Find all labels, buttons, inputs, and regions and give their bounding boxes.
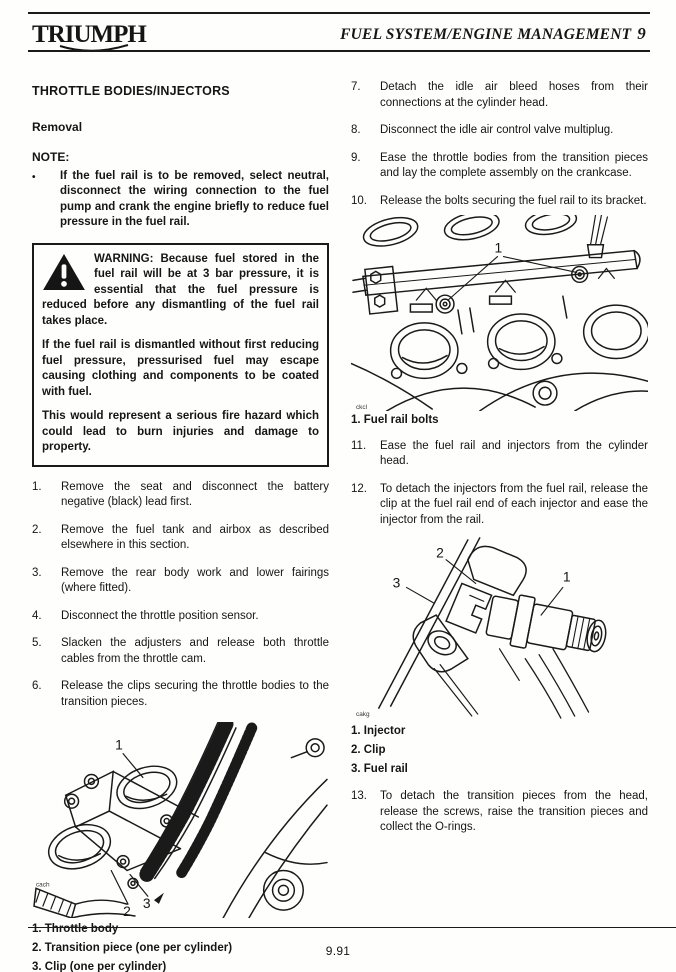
caption-transition-piece: 2. Transition piece (one per cylinder) bbox=[32, 942, 233, 954]
callout-2: 2 bbox=[123, 903, 131, 918]
callout-3: 3 bbox=[143, 895, 151, 911]
section-heading: THROTTLE BODIES/INJECTORS bbox=[32, 84, 230, 98]
step-number: 1. bbox=[32, 480, 42, 493]
step-number: 6. bbox=[32, 680, 42, 692]
step-text: Remove the seat and disconnect the batte… bbox=[61, 480, 329, 509]
step-number: 5. bbox=[32, 637, 42, 649]
step-text: Release the bolts securing the fuel rail… bbox=[380, 194, 647, 207]
step-10: 10. Release the bolts securing the fuel … bbox=[351, 194, 648, 210]
step-text: Detach the idle air bleed hoses from the… bbox=[380, 81, 648, 109]
note-item: • If the fuel rail is to be removed, sel… bbox=[32, 169, 329, 231]
page-number: 9.91 bbox=[325, 944, 351, 958]
step-number: 2. bbox=[32, 523, 42, 536]
figure-code: cach bbox=[36, 881, 50, 888]
callout-3: 3 bbox=[393, 574, 401, 590]
step-number: 11. bbox=[351, 439, 367, 452]
header-bottom-rule bbox=[28, 50, 650, 52]
step-number: 12. bbox=[351, 482, 367, 495]
step-text: Disconnect the idle air control valve mu… bbox=[380, 124, 614, 136]
section-title: FUEL SYSTEM/ENGINE MANAGEMENT bbox=[340, 26, 632, 43]
step-number: 9. bbox=[351, 151, 361, 164]
step-text: Ease the fuel rail and injectors from th… bbox=[380, 439, 648, 468]
step-12: 12. To detach the injectors from the fue… bbox=[351, 482, 648, 529]
chapter-number: 9 bbox=[637, 24, 646, 43]
note-bullet: • bbox=[32, 171, 36, 183]
warning-paragraph-3: This would represent a serious fire haza… bbox=[42, 410, 319, 453]
step-text: Release the clips securing the throttle … bbox=[61, 680, 329, 708]
figure-code: ckcl bbox=[356, 404, 367, 411]
warning-triangle-icon bbox=[43, 253, 85, 290]
step-2: 2. Remove the fuel tank and airbox as de… bbox=[32, 523, 329, 554]
step-number: 13. bbox=[351, 790, 367, 802]
step-text: To detach the injectors from the fuel ra… bbox=[380, 482, 648, 526]
caption-injector: 1. Injector bbox=[351, 725, 406, 737]
caption-throttle-body: 1. Throttle body bbox=[32, 923, 119, 935]
caption-fuel-rail-bolts: 1. Fuel rail bolts bbox=[351, 414, 439, 426]
throttle-body-drawing: 1 2 3 cach bbox=[33, 722, 328, 918]
triumph-logo: TRIUMPH bbox=[30, 16, 170, 59]
figure-code: cakg bbox=[356, 711, 370, 718]
footer-rule bbox=[28, 926, 676, 928]
step-8: 8. Disconnect the idle air control valve… bbox=[351, 123, 648, 139]
step-9: 9. Ease the throttle bodies from the tra… bbox=[351, 151, 648, 182]
step-text: To detach the transition pieces from the… bbox=[380, 790, 648, 833]
step-text: Slacken the adjusters and release both t… bbox=[61, 637, 329, 665]
header-top-rule bbox=[28, 12, 650, 14]
triumph-logo-graphic: TRIUMPH bbox=[32, 21, 148, 52]
caption-fuel-rail: 3. Fuel rail bbox=[351, 763, 408, 775]
figure-fuel-rail: 1 ckcl bbox=[351, 215, 648, 411]
step-11: 11. Ease the fuel rail and injectors fro… bbox=[351, 439, 648, 470]
figure-injector: 2 3 1 cakg bbox=[351, 532, 648, 720]
step-number: 4. bbox=[32, 609, 42, 622]
step-6: 6. Release the clips securing the thrott… bbox=[32, 679, 329, 710]
step-text: Ease the throttle bodies from the transi… bbox=[380, 151, 648, 180]
step-number: 8. bbox=[351, 124, 361, 136]
caption-clip: 2. Clip bbox=[351, 744, 386, 756]
step-1: 1. Remove the seat and disconnect the ba… bbox=[32, 480, 329, 511]
step-13: 13. To detach the transition pieces from… bbox=[351, 789, 648, 836]
step-3: 3. Remove the rear body work and lower f… bbox=[32, 566, 329, 597]
callout-1: 1 bbox=[563, 568, 571, 584]
triumph-logo-text: TRIUMPH bbox=[32, 21, 147, 48]
step-number: 3. bbox=[32, 566, 42, 579]
step-text: Remove the fuel tank and airbox as descr… bbox=[61, 523, 329, 552]
callout-2: 2 bbox=[436, 545, 444, 561]
right-column: 7. Detach the idle air bleed hoses from … bbox=[351, 80, 648, 972]
note-label: NOTE: bbox=[32, 150, 70, 164]
removal-subheading: Removal bbox=[32, 119, 83, 134]
two-column-body: THROTTLE BODIES/INJECTORS Removal NOTE: … bbox=[32, 80, 648, 972]
step-text: Remove the rear body work and lower fair… bbox=[61, 566, 329, 595]
figure-throttle-body: 1 2 3 cach bbox=[32, 722, 329, 918]
step-text: Disconnect the throttle position sensor. bbox=[61, 609, 259, 622]
step-number: 10. bbox=[351, 194, 367, 207]
step-5: 5. Slacken the adjusters and release bot… bbox=[32, 636, 329, 667]
warning-paragraph-1: WARNING: Because fuel stored in the fuel… bbox=[42, 252, 319, 327]
callout-1: 1 bbox=[115, 737, 123, 753]
warning-paragraph-2: If the fuel rail is dismantled without f… bbox=[42, 339, 319, 398]
warning-box: WARNING: Because fuel stored in the fuel… bbox=[32, 242, 329, 467]
page-title: FUEL SYSTEM/ENGINE MANAGEMENT 9 bbox=[340, 24, 646, 44]
fuel-rail-drawing: 1 ckcl bbox=[351, 215, 648, 411]
step-4: 4. Disconnect the throttle position sens… bbox=[32, 609, 329, 625]
step-number: 7. bbox=[351, 81, 361, 93]
left-column: THROTTLE BODIES/INJECTORS Removal NOTE: … bbox=[32, 80, 329, 972]
injector-drawing: 2 3 1 cakg bbox=[356, 537, 607, 719]
callout-1: 1 bbox=[495, 240, 503, 256]
step-7: 7. Detach the idle air bleed hoses from … bbox=[351, 80, 648, 111]
caption-clip: 3. Clip (one per cylinder) bbox=[32, 961, 167, 972]
note-text: If the fuel rail is to be removed, selec… bbox=[60, 169, 329, 229]
